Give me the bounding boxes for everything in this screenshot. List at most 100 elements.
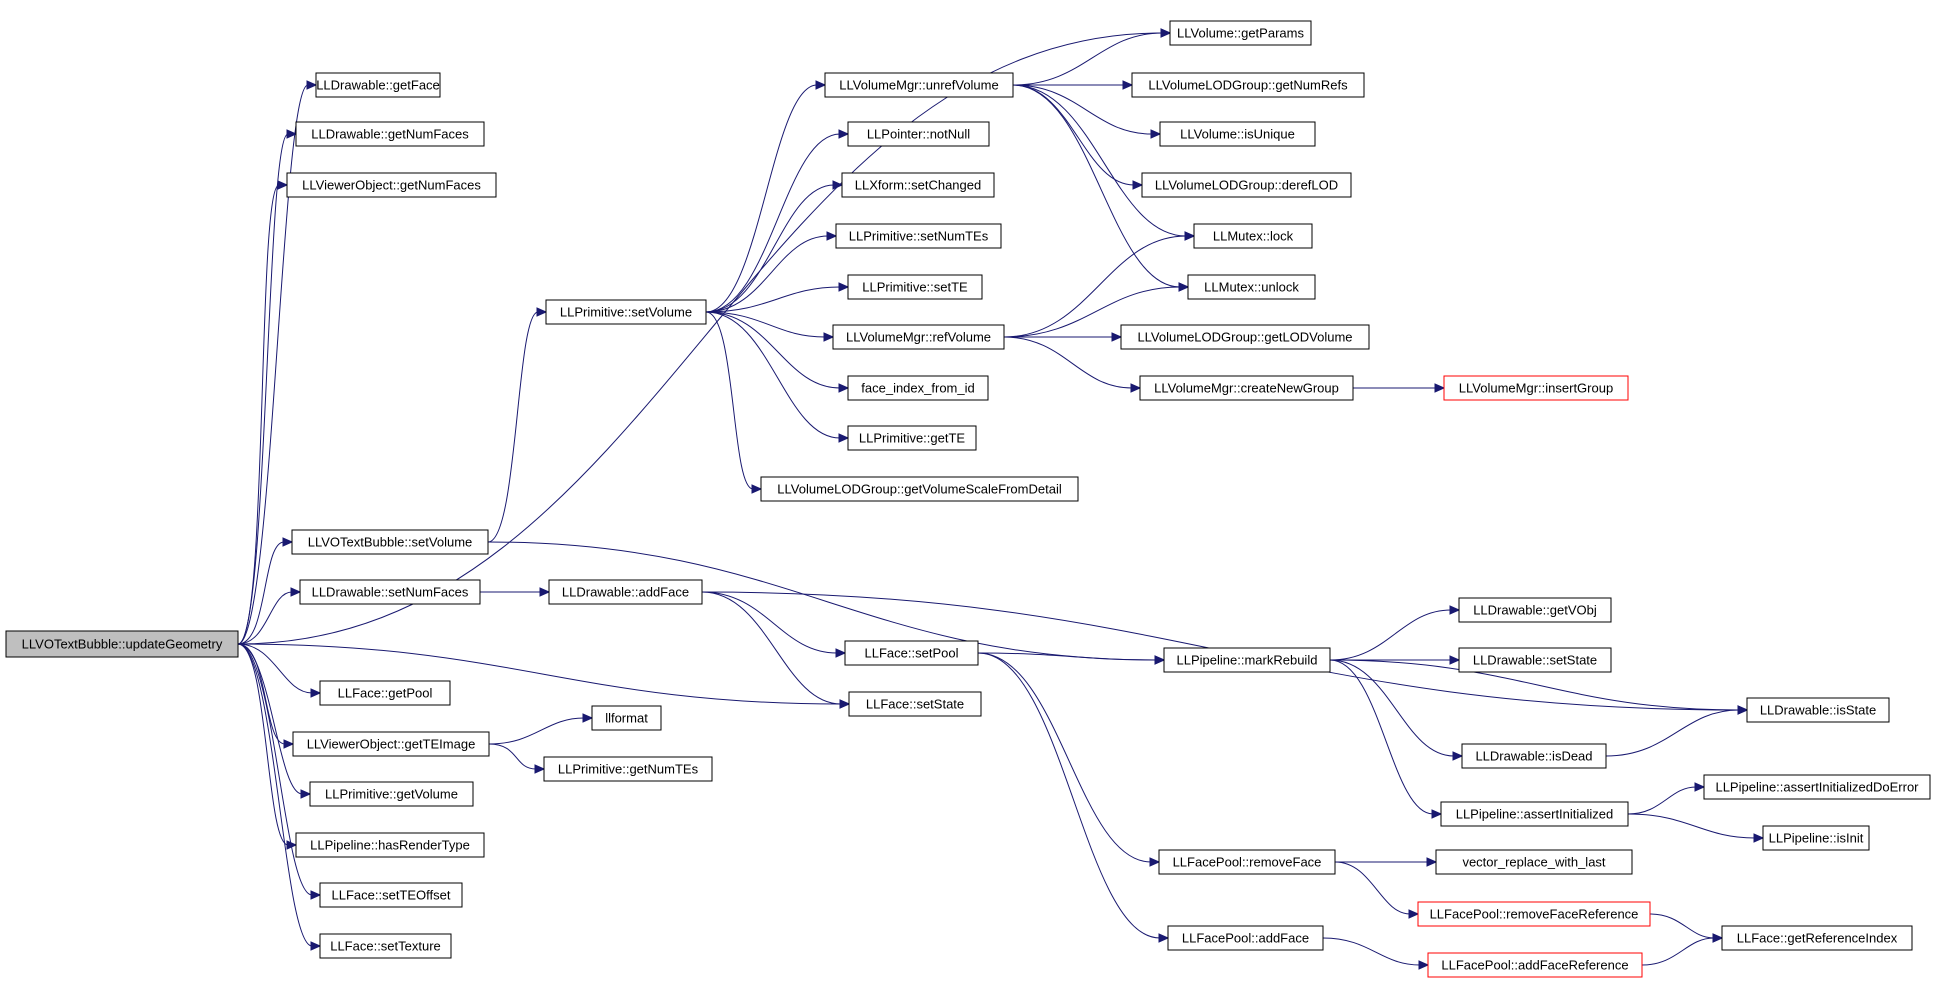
edge-get-teimage-to-llformat: [488, 717, 585, 745]
node-not-null[interactable]: LLPointer::notNull: [847, 121, 990, 147]
node-get-ref-index[interactable]: LLFace::getReferenceIndex: [1721, 925, 1913, 951]
arrowhead-icon: [1712, 933, 1724, 943]
node-set-teoffset[interactable]: LLFace::setTEOffset: [319, 882, 463, 908]
node-add-face[interactable]: LLDrawable::addFace: [548, 579, 703, 605]
edge-mark-rebuild-to-assert-initialized: [1329, 659, 1434, 815]
node-get-volume-scale[interactable]: LLVolumeLODGroup::getVolumeScaleFromDeta…: [760, 476, 1079, 502]
node-get-teimage[interactable]: LLViewerObject::getTEImage: [292, 731, 490, 757]
arrowhead-icon: [1158, 933, 1170, 943]
node-set-num-faces[interactable]: LLDrawable::setNumFaces: [299, 579, 481, 605]
node-mark-rebuild[interactable]: LLPipeline::markRebuild: [1163, 647, 1331, 673]
node-box: [295, 832, 485, 858]
edge-prim-set-volume-to-not-null: [705, 133, 841, 313]
node-has-render-type[interactable]: LLPipeline::hasRenderType: [295, 832, 485, 858]
node-llformat[interactable]: llformat: [591, 705, 662, 731]
node-face-index-from-id[interactable]: face_index_from_id: [847, 375, 989, 401]
node-set-num-tes[interactable]: LLPrimitive::setNumTEs: [835, 223, 1002, 249]
node-bubble-set-volume[interactable]: LLVOTextBubble::setVolume: [291, 529, 489, 555]
node-label: LLVolumeLODGroup::getNumRefs: [1148, 78, 1348, 93]
edge-remove-face-ref-to-get-ref-index: [1649, 913, 1715, 939]
node-label: LLFacePool::removeFace: [1173, 855, 1322, 870]
node-box: [1163, 647, 1331, 673]
node-mutex-lock[interactable]: LLMutex::lock: [1193, 223, 1313, 249]
node-vector-replace[interactable]: vector_replace_with_last: [1435, 849, 1633, 875]
edge-prim-set-volume-to-face-index-from-id: [705, 311, 841, 389]
arrowhead-icon: [1694, 782, 1706, 792]
node-viewer-get-num-faces[interactable]: LLViewerObject::getNumFaces: [286, 172, 497, 198]
node-face-set-pool[interactable]: LLFace::setPool: [844, 640, 979, 666]
node-drawable-set-state[interactable]: LLDrawable::setState: [1458, 647, 1612, 673]
node-box: [1443, 375, 1629, 401]
node-label: LLPipeline::hasRenderType: [310, 838, 470, 853]
node-prim-get-volume[interactable]: LLPrimitive::getVolume: [309, 781, 474, 807]
node-box: [1721, 925, 1913, 951]
edge-unref-volume-to-mutex-unlock: [1012, 84, 1181, 288]
edge-update-geometry-to-set-num-faces: [237, 591, 293, 645]
node-label: LLDrawable::isState: [1760, 703, 1876, 718]
arrowhead-icon: [536, 307, 548, 317]
arrowhead-icon: [838, 433, 850, 443]
node-box: [1120, 324, 1370, 350]
node-get-vobj[interactable]: LLDrawable::getVObj: [1458, 597, 1612, 623]
node-xform-set-changed[interactable]: LLXform::setChanged: [841, 172, 995, 198]
arrowhead-icon: [539, 587, 551, 597]
edge-assert-initialized-to-is-init: [1627, 813, 1756, 839]
node-label: LLDrawable::setState: [1473, 653, 1597, 668]
node-prim-get-te[interactable]: LLPrimitive::getTE: [847, 425, 977, 451]
node-is-dead[interactable]: LLDrawable::isDead: [1461, 743, 1607, 769]
arrowhead-icon: [1753, 833, 1765, 843]
node-box: [1158, 849, 1336, 875]
node-get-num-refs[interactable]: LLVolumeLODGroup::getNumRefs: [1131, 72, 1365, 98]
node-set-texture[interactable]: LLFace::setTexture: [319, 933, 452, 959]
node-ref-volume[interactable]: LLVolumeMgr::refVolume: [832, 324, 1005, 350]
arrowhead-icon: [1130, 383, 1142, 393]
node-label: LLVOTextBubble::setVolume: [308, 535, 473, 550]
node-deref-lod[interactable]: LLVolumeLODGroup::derefLOD: [1141, 172, 1352, 198]
node-unref-volume[interactable]: LLVolumeMgr::unrefVolume: [824, 72, 1014, 98]
node-is-unique[interactable]: LLVolume::isUnique: [1159, 121, 1316, 147]
arrowhead-icon: [282, 537, 294, 547]
node-remove-face[interactable]: LLFacePool::removeFace: [1158, 849, 1336, 875]
node-assert-initialized[interactable]: LLPipeline::assertInitialized: [1440, 801, 1629, 827]
edge-prim-set-volume-to-ref-volume: [705, 311, 826, 338]
arrowhead-icon: [1111, 332, 1123, 342]
node-box: [1417, 901, 1651, 927]
node-get-lodvolume[interactable]: LLVolumeLODGroup::getLODVolume: [1120, 324, 1370, 350]
node-label: LLPrimitive::setTE: [862, 280, 968, 295]
node-label: LLXform::setChanged: [855, 178, 981, 193]
node-label: LLVolumeLODGroup::getLODVolume: [1137, 330, 1352, 345]
node-prim-get-num-tes[interactable]: LLPrimitive::getNumTEs: [543, 756, 713, 782]
node-prim-set-volume[interactable]: LLPrimitive::setVolume: [545, 299, 707, 325]
edge-assert-initialized-to-assert-init-do-error: [1627, 786, 1697, 815]
node-pool-add-face[interactable]: LLFacePool::addFace: [1167, 925, 1324, 951]
node-box: [545, 299, 707, 325]
node-face-get-pool[interactable]: LLFace::getPool: [319, 680, 451, 706]
node-create-new-group[interactable]: LLVolumeMgr::createNewGroup: [1139, 375, 1354, 401]
node-prim-set-te[interactable]: LLPrimitive::setTE: [847, 274, 983, 300]
node-is-init[interactable]: LLPipeline::isInit: [1762, 825, 1870, 851]
node-drawable-get-num-faces[interactable]: LLDrawable::getNumFaces: [295, 121, 485, 147]
arrowhead-icon: [310, 941, 322, 951]
node-add-face-ref[interactable]: LLFacePool::addFaceReference: [1427, 952, 1643, 978]
edge-ref-volume-to-create-new-group: [1003, 336, 1133, 389]
node-is-state[interactable]: LLDrawable::isState: [1746, 697, 1890, 723]
node-label: LLPrimitive::getVolume: [325, 787, 458, 802]
node-mutex-unlock[interactable]: LLMutex::unlock: [1187, 274, 1316, 300]
node-label: LLVolumeLODGroup::derefLOD: [1155, 178, 1338, 193]
edge-prim-set-volume-to-prim-get-te: [705, 311, 841, 439]
node-insert-group[interactable]: LLVolumeMgr::insertGroup: [1443, 375, 1629, 401]
node-get-params[interactable]: LLVolume::getParams: [1169, 20, 1312, 46]
node-box: [319, 933, 452, 959]
node-box: [847, 425, 977, 451]
node-remove-face-ref[interactable]: LLFacePool::removeFaceReference: [1417, 901, 1651, 927]
node-box: [1458, 647, 1612, 673]
node-update-geometry[interactable]: LLVOTextBubble::updateGeometry: [5, 630, 239, 658]
edge-ref-volume-to-mutex-unlock: [1003, 286, 1181, 338]
node-get-face[interactable]: LLDrawable::getFace: [315, 72, 441, 98]
node-label: LLDrawable::setNumFaces: [312, 585, 469, 600]
node-face-set-state[interactable]: LLFace::setState: [848, 691, 982, 717]
arrowhead-icon: [832, 180, 844, 190]
arrowhead-icon: [1132, 180, 1144, 190]
node-assert-init-do-error[interactable]: LLPipeline::assertInitializedDoError: [1703, 774, 1931, 800]
